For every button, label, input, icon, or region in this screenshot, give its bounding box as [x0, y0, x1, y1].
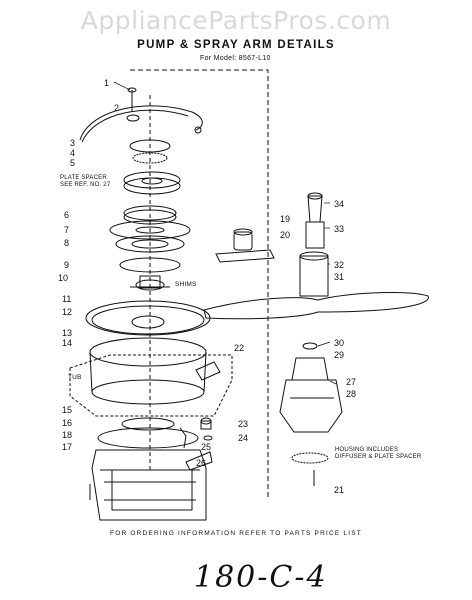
lower-spray-arm — [203, 292, 429, 320]
plate-spacer-note: PLATE SPACER SEE REF. NO. 27 — [60, 175, 110, 189]
callout-18: 18 — [62, 430, 72, 440]
cap-part — [129, 139, 171, 153]
o-ring — [119, 257, 181, 273]
large-gasket — [85, 300, 211, 336]
disc-stack — [109, 205, 191, 253]
callout-32: 32 — [334, 260, 344, 270]
pump-housing — [89, 337, 207, 405]
plate-spacer-line-1: PLATE SPACER — [60, 175, 107, 181]
pump-body-housing — [279, 342, 343, 486]
motor — [89, 449, 207, 521]
callout-20: 20 — [280, 230, 290, 240]
callout-10: 10 — [58, 273, 68, 283]
plate-spacer — [123, 171, 181, 195]
callouts-arm: 19 20 — [280, 214, 290, 240]
callout-17: 17 — [62, 442, 72, 452]
shims-note: SHIMS — [175, 281, 197, 288]
bolt-part — [126, 87, 140, 122]
callout-26: 26 — [196, 458, 206, 468]
callout-6: 6 — [64, 210, 69, 220]
spray-tower — [299, 192, 329, 297]
callout-8: 8 — [64, 238, 69, 248]
callout-7: 7 — [64, 225, 69, 235]
callout-leaders — [113, 81, 337, 385]
callout-14: 14 — [62, 338, 72, 348]
callout-19: 19 — [280, 214, 290, 224]
small-fittings — [179, 361, 221, 471]
callouts-right: 34 33 32 31 30 29 27 28 21 — [334, 199, 356, 495]
housing-line-1: HOUSING INCLUDES — [335, 447, 399, 453]
diagram-title: PUMP & SPRAY ARM DETAILS — [137, 39, 335, 51]
callout-4: 4 — [70, 148, 75, 158]
callout-3: 3 — [70, 138, 75, 148]
callout-21: 21 — [334, 485, 344, 495]
seal-assembly — [130, 275, 170, 291]
callout-29: 29 — [334, 350, 344, 360]
callout-12: 12 — [62, 307, 72, 317]
housing-line-2: DIFFUSER & PLATE SPACER — [335, 454, 422, 460]
callout-11: 11 — [62, 294, 71, 304]
assembly-dashed-line — [130, 69, 269, 500]
callouts-left: 1 2 3 4 5 6 7 8 9 10 11 12 13 14 15 16 1… — [58, 78, 119, 452]
callout-33: 33 — [334, 224, 344, 234]
callout-16: 16 — [62, 418, 72, 428]
callout-31: 31 — [334, 272, 344, 282]
callout-24: 24 — [238, 433, 248, 443]
impeller-gear — [132, 152, 168, 164]
callout-15: 15 — [62, 405, 72, 415]
callout-27: 27 — [346, 377, 356, 387]
callout-30: 30 — [334, 338, 344, 348]
ordering-footer: FOR ORDERING INFORMATION REFER TO PARTS … — [110, 530, 362, 537]
watermark: AppliancePartsPros.com — [80, 6, 392, 35]
spray-arm-hub — [215, 228, 275, 263]
model-subtitle: For Model: 8567-L10 — [200, 55, 271, 62]
callout-13: 13 — [62, 328, 72, 338]
callout-22: 22 — [234, 343, 244, 353]
callout-34: 34 — [334, 199, 344, 209]
motor-gasket — [97, 427, 199, 449]
callout-2: 2 — [114, 103, 119, 113]
tub-note: TUB — [68, 374, 82, 381]
callout-25: 25 — [201, 442, 211, 452]
wire-harness — [79, 105, 203, 143]
motor-mount-plate — [121, 417, 175, 431]
callout-5: 5 — [70, 158, 75, 168]
callout-1: 1 — [104, 78, 109, 88]
callout-23: 23 — [238, 419, 248, 429]
housing-note: HOUSING INCLUDES DIFFUSER & PLATE SPACER — [335, 447, 421, 461]
callout-28: 28 — [346, 389, 356, 399]
plate-spacer-line-2: SEE REF. NO. 27 — [60, 182, 111, 188]
handwritten-code: 180-C-4 — [194, 560, 328, 595]
tub-plate — [69, 354, 233, 417]
callout-9: 9 — [64, 260, 69, 270]
callouts-center: 22 23 24 25 26 — [196, 343, 248, 468]
